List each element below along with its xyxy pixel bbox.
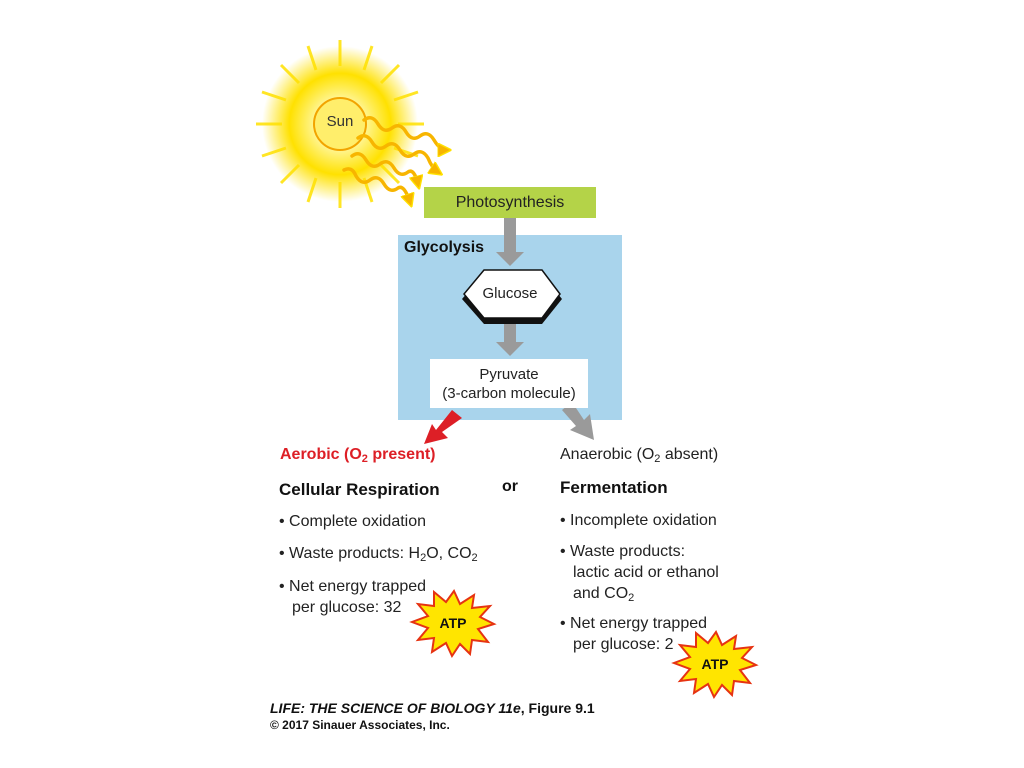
glucose-label: Glucose — [482, 285, 538, 302]
figure-credit: LIFE: THE SCIENCE OF BIOLOGY 11e, Figure… — [270, 700, 595, 716]
arrow-glucose-to-pyruvate — [496, 322, 524, 356]
aerobic-arrow — [424, 410, 462, 444]
left-bullet-complete-oxidation: • Complete oxidation — [279, 513, 427, 530]
atp-burst-left — [409, 589, 497, 659]
photosynthesis-box: Photosynthesis — [424, 187, 596, 218]
atp-label-left: ATP — [439, 615, 467, 631]
glucose-hexagon — [462, 269, 562, 324]
anaerobic-arrow — [562, 402, 594, 440]
sun-label: Sun — [326, 113, 354, 130]
anaerobic-label: Anaerobic (O2 absent) — [560, 446, 719, 465]
left-bullet-waste-products: • Waste products: H2O, CO2 — [279, 545, 478, 564]
or-label: or — [502, 478, 518, 495]
pyruvate-box: Pyruvate (3-carbon molecule) — [430, 359, 588, 408]
right-bullet-waste-products: • Waste products: lactic acid or ethanol… — [560, 543, 719, 604]
left-bullet-net-energy: • Net energy trapped per glucose: 32 — [279, 578, 427, 616]
aerobic-label: Aerobic (O2 present) — [280, 446, 436, 465]
atp-burst-right — [671, 630, 759, 700]
sun-disc — [313, 97, 367, 151]
atp-label-right: ATP — [701, 656, 729, 672]
photosynthesis-label: Photosynthesis — [455, 193, 565, 211]
pyruvate-line2: (3-carbon molecule) — [442, 384, 576, 402]
right-bullet-net-energy: • Net energy trapped per glucose: 2 — [560, 615, 708, 653]
flow-arrows — [496, 218, 524, 356]
right-bullet-incomplete-oxidation: • Incomplete oxidation — [560, 512, 717, 529]
light-rays — [342, 116, 446, 202]
pyruvate-line1: Pyruvate — [479, 365, 539, 383]
copyright-notice: © 2017 Sinauer Associates, Inc. — [270, 718, 450, 732]
glycolysis-title: Glycolysis — [404, 239, 485, 256]
cellular-respiration-heading: Cellular Respiration — [279, 480, 440, 499]
arrow-photosynthesis-to-glucose — [496, 218, 524, 266]
fermentation-heading: Fermentation — [560, 478, 668, 497]
